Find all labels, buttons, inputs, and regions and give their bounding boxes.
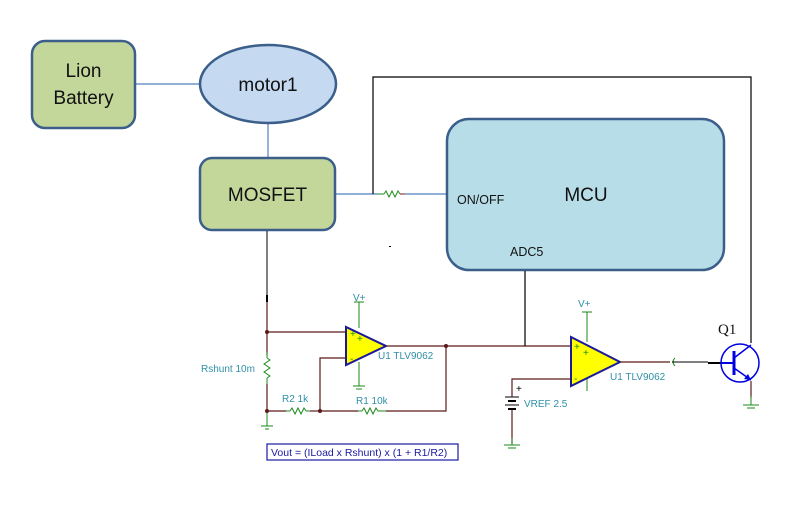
opamp1-power-sign: +: [357, 334, 363, 345]
vref-polarity: +: [516, 384, 522, 395]
mcu-pin-adc5: ADC5: [510, 245, 543, 259]
opamp2-minus-sign: -: [574, 374, 577, 385]
formula-text: Vout = (ILoad x Rshunt) x (1 + R1/R2): [271, 447, 447, 459]
opamp1-minus-sign: -: [350, 354, 353, 365]
vref-wire: [511, 378, 571, 393]
opamp1[interactable]: + + -: [345, 301, 389, 390]
vref-label: VREF 2.5: [524, 399, 568, 410]
r1-label: R1 10k: [356, 396, 389, 407]
opamp2-plus-sign: +: [574, 342, 580, 353]
opamp2-power-sign: +: [583, 348, 589, 359]
opamp2-supply-label: V+: [578, 299, 591, 310]
rshunt-label: Rshunt 10m: [201, 364, 255, 375]
vref-battery-icon: [505, 396, 519, 410]
opamp2[interactable]: + + -: [570, 311, 623, 391]
stray-mark: [389, 246, 391, 247]
opamp2-label: U1 TLV9062: [610, 372, 666, 383]
opamp1-label: U1 TLV9062: [378, 351, 434, 362]
battery-label-line2: Battery: [53, 88, 114, 109]
mosfet-block[interactable]: MOSFET: [198, 156, 337, 232]
ground-icon: [504, 438, 520, 449]
motor-block[interactable]: motor1: [198, 43, 338, 125]
motor-label: motor1: [238, 75, 297, 96]
ground-icon: [261, 411, 273, 430]
opamp1-minus-wire: [319, 357, 346, 411]
opamp1-plus-sign: +: [350, 329, 356, 340]
q1-label: Q1: [718, 322, 736, 338]
battery-label-line1: Lion: [66, 61, 102, 82]
battery-block[interactable]: Lion Battery: [30, 39, 137, 130]
q1-transistor-icon[interactable]: [720, 343, 760, 383]
rshunt-resistor: [263, 352, 271, 384]
mosfet-label: MOSFET: [228, 185, 308, 206]
collector-feedback-wire: [372, 76, 752, 343]
r1-feedback-wire: [386, 346, 447, 412]
gate-resistor: [378, 189, 405, 199]
mcu-block[interactable]: MCU ON/OFF ADC5: [445, 117, 726, 272]
r2-resistor: [286, 406, 310, 416]
formula-box: Vout = (ILoad x Rshunt) x (1 + R1/R2): [266, 443, 459, 461]
ground-icon: [743, 396, 759, 409]
r1-resistor: [358, 406, 386, 416]
opamp1-supply-label: V+: [353, 293, 366, 304]
mcu-pin-onoff: ON/OFF: [457, 193, 505, 207]
mcu-label: MCU: [564, 185, 607, 206]
r2-label: R2 1k: [282, 394, 309, 405]
